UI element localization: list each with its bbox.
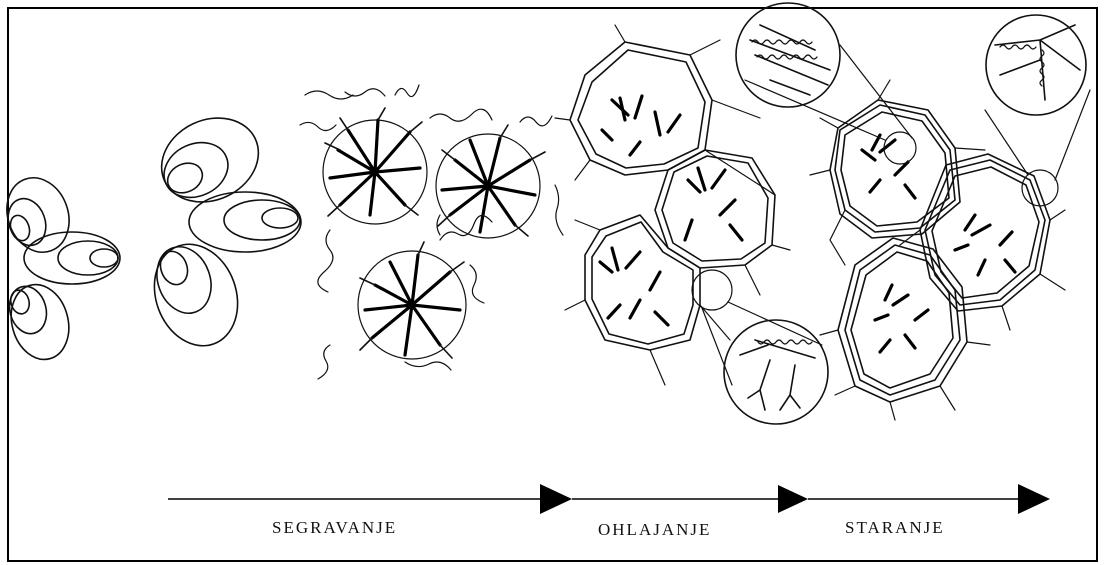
nucleus-3 — [358, 242, 466, 359]
nested-ellipses-a — [0, 169, 79, 261]
cooling-inset — [692, 270, 828, 424]
nucleus-1 — [323, 108, 427, 224]
nested-ellipses-b — [24, 232, 120, 284]
micelle-group-1 — [0, 169, 120, 366]
nested-ellipses-e — [189, 192, 301, 252]
aging-inset-right — [985, 15, 1090, 206]
cooling-structure — [555, 25, 828, 424]
micelle-group-2 — [141, 103, 301, 358]
aging-inset-left — [736, 3, 916, 164]
branched-crystals — [600, 96, 742, 325]
process-arrow — [168, 484, 1050, 514]
arrow-head-2 — [778, 485, 808, 513]
dendritic-nuclei — [300, 85, 563, 379]
aging-structure — [736, 3, 1090, 420]
arrow-head-3 — [1018, 484, 1050, 514]
label-staranje: STARANJE — [845, 518, 945, 538]
cell-network-outline — [555, 25, 790, 385]
label-segravanje: SEGRAVANJE — [272, 518, 397, 538]
label-ohlajanje: OHLAJANJE — [598, 520, 711, 540]
nested-ellipses-c — [3, 278, 77, 366]
aging-cell-outline — [810, 80, 1065, 420]
diagram-border — [8, 8, 1097, 561]
arrow-head-1 — [540, 484, 572, 514]
